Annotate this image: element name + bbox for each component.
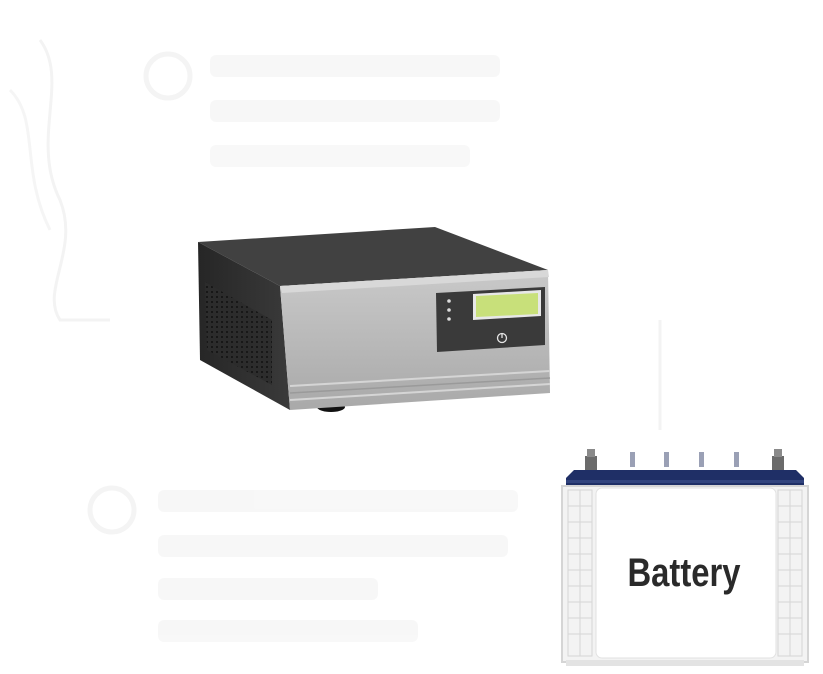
battery-terminal-icon: [772, 449, 784, 470]
inverter-top: [198, 227, 548, 286]
battery-lid: [566, 470, 804, 486]
battery-ribs-right: [777, 489, 803, 657]
status-led-icon: [447, 299, 451, 303]
status-led-icon: [447, 308, 451, 312]
battery-terminal-icon: [585, 449, 597, 470]
background-watermark: [8, 39, 662, 642]
battery-label: Battery: [628, 550, 742, 595]
status-led-icon: [447, 317, 451, 321]
vent-grille: [205, 282, 272, 385]
battery: Battery: [561, 449, 809, 666]
inverter: [198, 227, 551, 412]
power-icon[interactable]: [496, 332, 508, 344]
battery-label-plate: [595, 487, 777, 659]
battery-ribs-left: [567, 489, 593, 657]
vent-caps: [630, 452, 739, 467]
